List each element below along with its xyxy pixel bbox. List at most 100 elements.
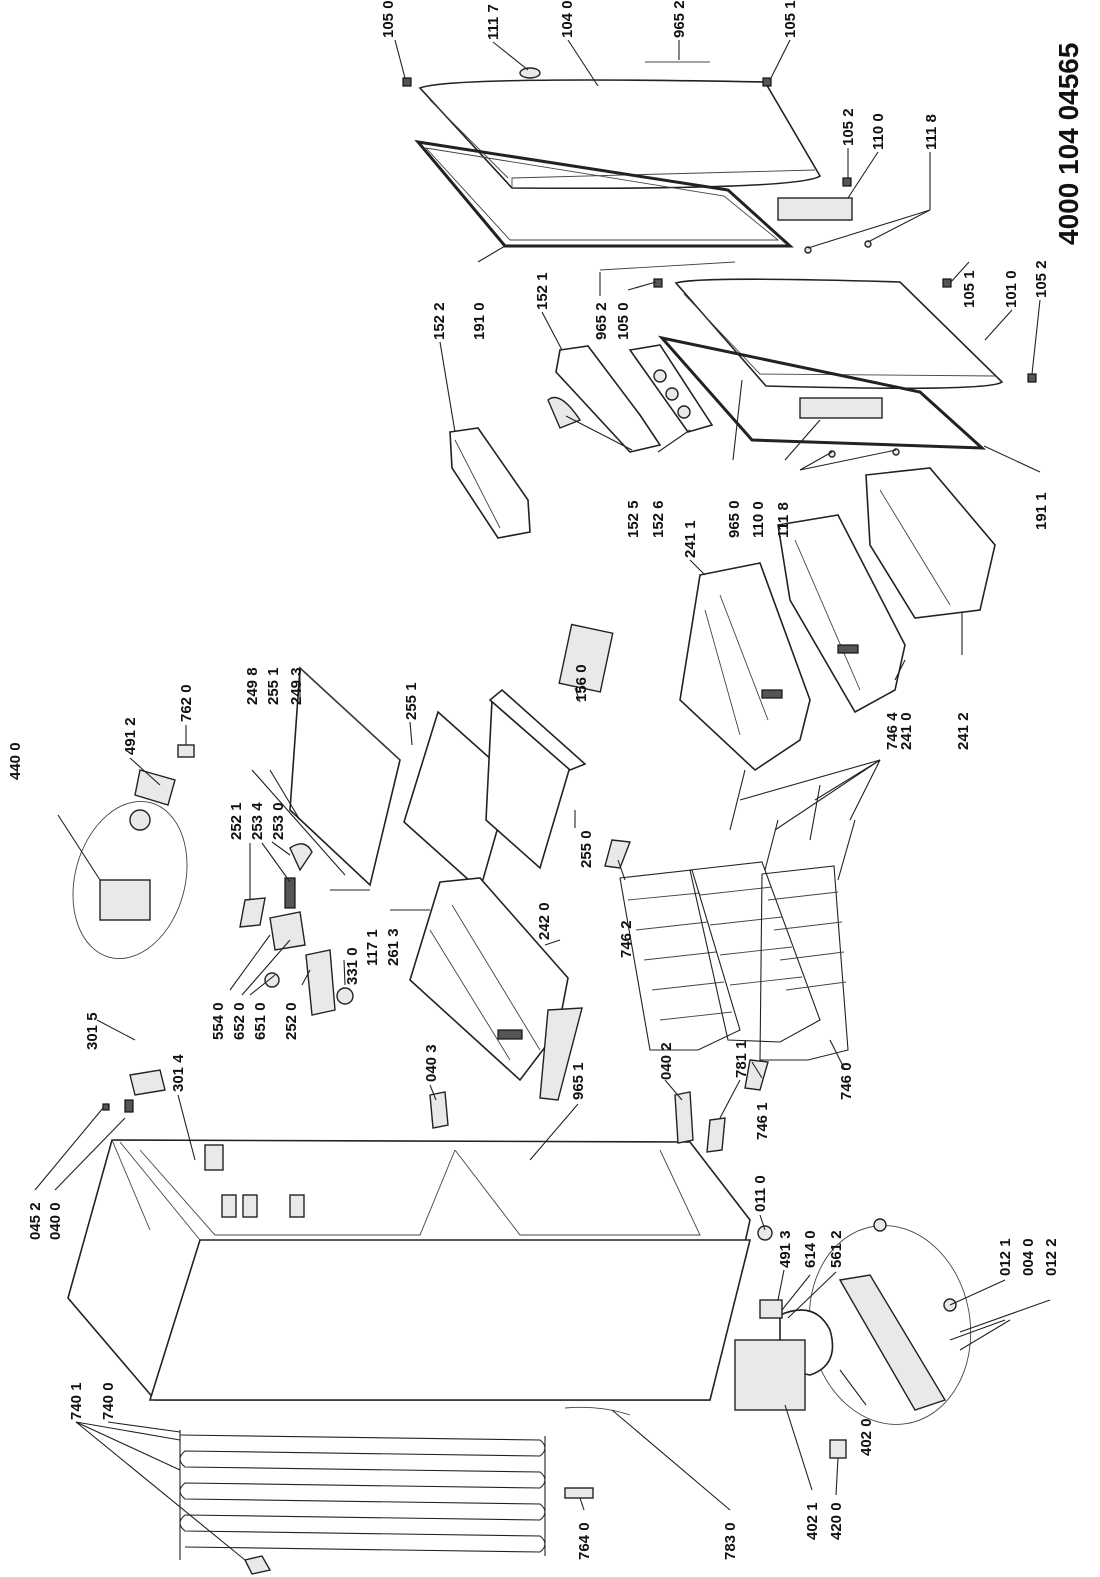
label-101-0: 101 0: [1003, 270, 1020, 308]
label-652-0: 652 0: [231, 1002, 248, 1040]
label-965-2: 965 2: [671, 0, 688, 38]
label-554-0: 554 0: [210, 1002, 227, 1040]
label-011-0: 011 0: [752, 1175, 769, 1212]
label-111-8-b: 111 8: [775, 502, 792, 538]
label-252-0: 252 0: [283, 1002, 300, 1040]
label-241-1: 241 1: [682, 520, 699, 558]
label-249-3: 249 3: [288, 667, 305, 705]
wire-basket-2: [689, 861, 821, 1043]
document-number: 4000 104 04565: [1053, 43, 1084, 245]
label-783-0: 783 0: [722, 1522, 739, 1560]
label-261-3: 261 3: [385, 928, 402, 966]
lower-door-gasket: [657, 335, 987, 458]
door-balcony-152-2: [449, 427, 531, 539]
label-252-1: 252 1: [228, 802, 245, 840]
label-191-0: 191 0: [471, 302, 488, 340]
label-491-2: 491 2: [122, 717, 139, 755]
wire-basket-3: [759, 865, 849, 1061]
drain-parts: [564, 1406, 631, 1499]
label-965-1: 965 1: [570, 1062, 587, 1100]
label-255-1-b: 255 1: [403, 682, 420, 720]
part-labels: 105 0 111 7 104 0 965 2 105 1 105 2 110 …: [7, 0, 1060, 1560]
label-045-2: 045 2: [27, 1202, 44, 1240]
leader-lines: [34, 39, 1051, 1561]
label-255-0: 255 0: [578, 830, 595, 868]
label-614-0: 614 0: [802, 1230, 819, 1268]
crisper-drawer: [409, 877, 583, 1101]
freezer-drawer-241-2: [865, 467, 996, 619]
label-402-1: 402 1: [804, 1502, 821, 1540]
label-965-0: 965 0: [726, 500, 743, 538]
label-746-4: 746 4: [884, 712, 901, 750]
label-152-2: 152 2: [431, 302, 448, 340]
upper-door: [402, 61, 822, 190]
label-253-0: 253 0: [270, 802, 287, 840]
label-253-4: 253 4: [249, 802, 266, 840]
label-561-2: 561 2: [828, 1230, 845, 1268]
label-104-0: 104 0: [559, 0, 576, 38]
label-105-0: 105 0: [380, 0, 397, 38]
glass-shelf-249-3: [289, 666, 401, 887]
label-012-2: 012 2: [1043, 1238, 1060, 1276]
label-420-0: 420 0: [828, 1502, 845, 1540]
label-110-0-b: 110 0: [750, 501, 767, 538]
label-301-4: 301 4: [170, 1054, 187, 1092]
door-balcony-152-1: [547, 345, 662, 453]
label-111-7: 111 7: [485, 4, 502, 40]
glass-shelf-255-0: [488, 688, 587, 771]
label-301-5: 301 5: [84, 1012, 101, 1050]
label-249-8: 249 8: [244, 667, 261, 705]
label-105-2: 105 2: [840, 108, 857, 146]
label-762-0: 762 0: [178, 684, 195, 722]
label-740-0: 740 0: [100, 1382, 117, 1420]
label-242-0: 242 0: [536, 902, 553, 940]
control-and-light-parts: [239, 843, 354, 1016]
label-764-0: 764 0: [576, 1522, 593, 1560]
wire-basket-1: [619, 869, 741, 1051]
label-156-0: 156 0: [573, 664, 590, 702]
label-105-2-b: 105 2: [1033, 260, 1050, 298]
label-012-1: 012 1: [997, 1238, 1014, 1276]
label-241-2: 241 2: [955, 712, 972, 750]
lower-door: [599, 261, 1037, 390]
label-111-8: 111 8: [923, 114, 940, 150]
label-740-1: 740 1: [68, 1382, 85, 1420]
label-040-2: 040 2: [658, 1042, 675, 1080]
label-440-0: 440 0: [7, 742, 24, 780]
shelf-trim-156-0: [558, 623, 614, 693]
door-balcony-152-6: [628, 344, 714, 433]
label-040-0: 040 0: [47, 1202, 64, 1240]
basket-rails: [604, 769, 856, 1091]
label-651-0: 651 0: [252, 1002, 269, 1040]
label-004-0: 004 0: [1020, 1238, 1037, 1276]
label-965-2-b: 965 2: [593, 302, 610, 340]
label-255-1: 255 1: [265, 667, 282, 705]
fan-assembly: [72, 744, 195, 960]
compressor-section: [734, 1218, 972, 1459]
label-117-1: 117 1: [364, 929, 381, 966]
label-746-1: 746 1: [754, 1102, 771, 1140]
label-105-1-b: 105 1: [961, 270, 978, 308]
label-402-0: 402 0: [858, 1418, 875, 1456]
label-152-6: 152 6: [650, 500, 667, 538]
label-152-5: 152 5: [625, 500, 642, 538]
label-746-0: 746 0: [838, 1062, 855, 1100]
label-746-2: 746 2: [618, 920, 635, 958]
condenser: [179, 1430, 546, 1575]
cabinet-small-parts: [102, 1069, 726, 1153]
upper-door-hinge: [777, 177, 872, 254]
label-241-0: 241 0: [898, 712, 915, 750]
label-105-0-b: 105 0: [615, 302, 632, 340]
label-191-1: 191 1: [1033, 492, 1050, 530]
freezer-drawer-241-0: [777, 514, 906, 714]
label-331-0: 331 0: [344, 947, 361, 985]
label-491-3: 491 3: [777, 1230, 794, 1268]
cabinet: [67, 1139, 752, 1401]
label-040-3: 040 3: [423, 1044, 440, 1082]
upper-door-gasket: [414, 139, 794, 248]
label-105-1: 105 1: [782, 0, 799, 38]
freezer-drawer-241-1: [679, 562, 811, 772]
label-781-1: 781 1: [733, 1040, 750, 1078]
label-152-1: 152 1: [534, 272, 551, 310]
